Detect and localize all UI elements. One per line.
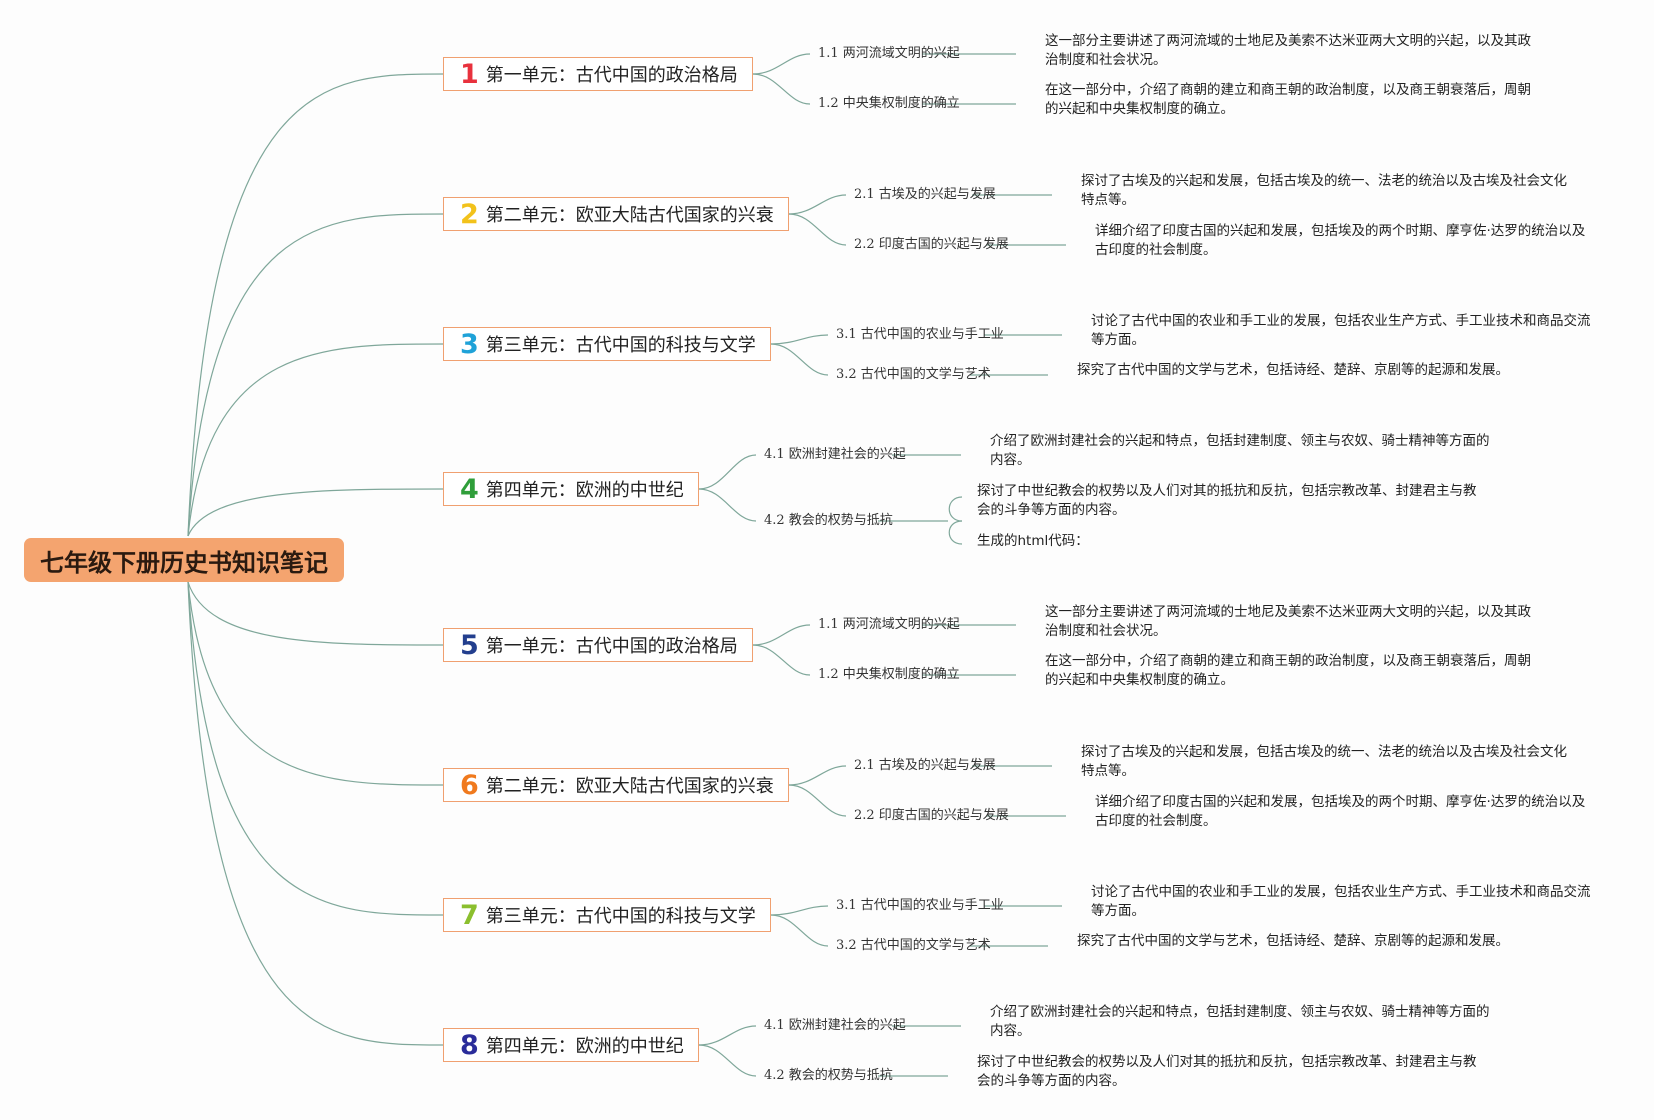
root-link-5 xyxy=(187,581,444,646)
unit-topic-8[interactable]: 8 第四单元：欧洲的中世纪 xyxy=(443,1028,699,1062)
note-6-1: 探讨了古埃及的兴起和发展，包括古埃及的统一、法老的统治以及古埃及社会文化特点等。 xyxy=(1081,744,1567,779)
note-2-1: 探讨了古埃及的兴起和发展，包括古埃及的统一、法老的统治以及古埃及社会文化特点等。 xyxy=(1081,173,1567,208)
root-link-8 xyxy=(187,581,444,1046)
subtopic-1-2[interactable]: 1.2 中央集权制度的确立 xyxy=(818,96,960,111)
unit-topic-7[interactable]: 7 第三单元：古代中国的科技与文学 xyxy=(443,898,771,932)
unit-link-3-1 xyxy=(770,334,829,345)
unit-title-7: 第三单元：古代中国的科技与文学 xyxy=(485,906,756,927)
unit-link-7-2 xyxy=(770,914,829,947)
subtopic-2-1[interactable]: 2.1 古埃及的兴起与发展 xyxy=(854,187,996,202)
unit-title-2: 第二单元：欧亚大陆古代国家的兴衰 xyxy=(485,205,774,226)
root-link-1 xyxy=(187,73,444,537)
note-2-2: 详细介绍了印度古国的兴起和发展，包括埃及的两个时期、摩亨佐·达罗的统治以及古印度… xyxy=(1095,223,1586,258)
note-3-1: 讨论了古代中国的农业和手工业的发展，包括农业生产方式、手工业技术和商品交流等方面… xyxy=(1091,313,1591,348)
note-fork-4-2b xyxy=(948,520,963,545)
subtopic-4-1[interactable]: 4.1 欧洲封建社会的兴起 xyxy=(764,447,906,462)
unit-link-6-1 xyxy=(788,765,847,786)
root-link-3 xyxy=(187,343,444,537)
unit-number-8: 8 xyxy=(460,1029,479,1061)
unit-topic-3[interactable]: 3 第三单元：古代中国的科技与文学 xyxy=(443,327,771,361)
subtopic-2-2[interactable]: 2.2 印度古国的兴起与发展 xyxy=(854,237,1009,252)
unit-title-4: 第四单元：欧洲的中世纪 xyxy=(485,480,684,501)
note-5-1: 这一部分主要讲述了两河流域的士地尼及美索不达米亚两大文明的兴起，以及其政治制度和… xyxy=(1045,604,1531,639)
unit-number-4: 4 xyxy=(460,473,479,505)
note-7-2: 探究了古代中国的文学与艺术，包括诗经、楚辞、京剧等的起源和发展。 xyxy=(1077,933,1509,949)
unit-topic-1[interactable]: 1 第一单元：古代中国的政治格局 xyxy=(443,57,753,91)
unit-link-1-1 xyxy=(752,53,811,75)
root-link-4 xyxy=(187,488,444,537)
note-4-1: 介绍了欧洲封建社会的兴起和特点，包括封建制度、领主与农奴、骑士精神等方面的内容。 xyxy=(990,433,1490,468)
note-6-2: 详细介绍了印度古国的兴起和发展，包括埃及的两个时期、摩亨佐·达罗的统治以及古印度… xyxy=(1095,794,1586,829)
unit-topic-4[interactable]: 4 第四单元：欧洲的中世纪 xyxy=(443,472,699,506)
subtopic-5-1[interactable]: 1.1 两河流域文明的兴起 xyxy=(818,617,960,632)
unit-link-5-1 xyxy=(752,624,811,646)
unit-number-2: 2 xyxy=(460,198,479,230)
unit-number-5: 5 xyxy=(460,629,479,661)
unit-link-2-2 xyxy=(788,213,847,246)
unit-number-3: 3 xyxy=(460,328,479,360)
note-fork-4-2a xyxy=(948,496,963,522)
unit-title-1: 第一单元：古代中国的政治格局 xyxy=(485,65,738,86)
unit-link-4-1 xyxy=(698,454,757,490)
subtopic-4-2[interactable]: 4.2 教会的权势与抵抗 xyxy=(764,513,893,528)
unit-title-8: 第四单元：欧洲的中世纪 xyxy=(485,1036,684,1057)
unit-link-8-1 xyxy=(698,1025,757,1046)
root-topic[interactable]: 七年级下册历史书知识笔记 xyxy=(24,538,344,582)
unit-link-5-2 xyxy=(752,644,811,676)
root-link-2 xyxy=(187,213,444,537)
unit-link-1-2 xyxy=(752,73,811,105)
subtopic-5-2[interactable]: 1.2 中央集权制度的确立 xyxy=(818,667,960,682)
unit-topic-6[interactable]: 6 第二单元：欧亚大陆古代国家的兴衰 xyxy=(443,768,789,802)
subtopic-7-2[interactable]: 3.2 古代中国的文学与艺术 xyxy=(836,938,991,953)
note-7-1: 讨论了古代中国的农业和手工业的发展，包括农业生产方式、手工业技术和商品交流等方面… xyxy=(1091,884,1591,919)
note-8-2: 探讨了中世纪教会的权势以及人们对其的抵抗和反抗，包括宗教改革、封建君主与教会的斗… xyxy=(977,1054,1477,1089)
unit-title-3: 第三单元：古代中国的科技与文学 xyxy=(485,335,756,356)
note-1-1: 这一部分主要讲述了两河流域的士地尼及美索不达米亚两大文明的兴起，以及其政治制度和… xyxy=(1045,33,1531,68)
note-3-2: 探究了古代中国的文学与艺术，包括诗经、楚辞、京剧等的起源和发展。 xyxy=(1077,362,1509,378)
note-1-2: 在这一部分中，介绍了商朝的建立和商王朝的政治制度，以及商王朝衰落后，周朝的兴起和… xyxy=(1045,82,1531,117)
unit-link-7-1 xyxy=(770,905,829,916)
note-4-2a: 探讨了中世纪教会的权势以及人们对其的抵抗和反抗，包括宗教改革、封建君主与教会的斗… xyxy=(977,483,1477,518)
subtopic-8-2[interactable]: 4.2 教会的权势与抵抗 xyxy=(764,1068,893,1083)
note-8-1: 介绍了欧洲封建社会的兴起和特点，包括封建制度、领主与农奴、骑士精神等方面的内容。 xyxy=(990,1004,1490,1039)
unit-link-6-2 xyxy=(788,784,847,817)
root-link-6 xyxy=(187,581,444,786)
unit-link-8-2 xyxy=(698,1044,757,1077)
unit-topic-5[interactable]: 5 第一单元：古代中国的政治格局 xyxy=(443,628,753,662)
root-link-7 xyxy=(187,581,444,916)
subtopic-3-2[interactable]: 3.2 古代中国的文学与艺术 xyxy=(836,367,991,382)
unit-link-2-1 xyxy=(788,194,847,215)
unit-title-6: 第二单元：欧亚大陆古代国家的兴衰 xyxy=(485,776,774,797)
unit-topic-2[interactable]: 2 第二单元：欧亚大陆古代国家的兴衰 xyxy=(443,197,789,231)
unit-number-7: 7 xyxy=(460,899,479,931)
subtopic-3-1[interactable]: 3.1 古代中国的农业与手工业 xyxy=(836,327,1004,342)
unit-link-3-2 xyxy=(770,343,829,376)
unit-link-4-2 xyxy=(698,488,757,522)
note-5-2: 在这一部分中，介绍了商朝的建立和商王朝的政治制度，以及商王朝衰落后，周朝的兴起和… xyxy=(1045,653,1531,688)
subtopic-1-1[interactable]: 1.1 两河流域文明的兴起 xyxy=(818,46,960,61)
note-4-2b: 生成的html代码： xyxy=(977,533,1089,549)
unit-number-6: 6 xyxy=(460,769,479,801)
subtopic-7-1[interactable]: 3.1 古代中国的农业与手工业 xyxy=(836,898,1004,913)
subtopic-6-2[interactable]: 2.2 印度古国的兴起与发展 xyxy=(854,808,1009,823)
unit-number-1: 1 xyxy=(460,58,479,90)
unit-title-5: 第一单元：古代中国的政治格局 xyxy=(485,636,738,657)
subtopic-6-1[interactable]: 2.1 古埃及的兴起与发展 xyxy=(854,758,996,773)
subtopic-8-1[interactable]: 4.1 欧洲封建社会的兴起 xyxy=(764,1018,906,1033)
